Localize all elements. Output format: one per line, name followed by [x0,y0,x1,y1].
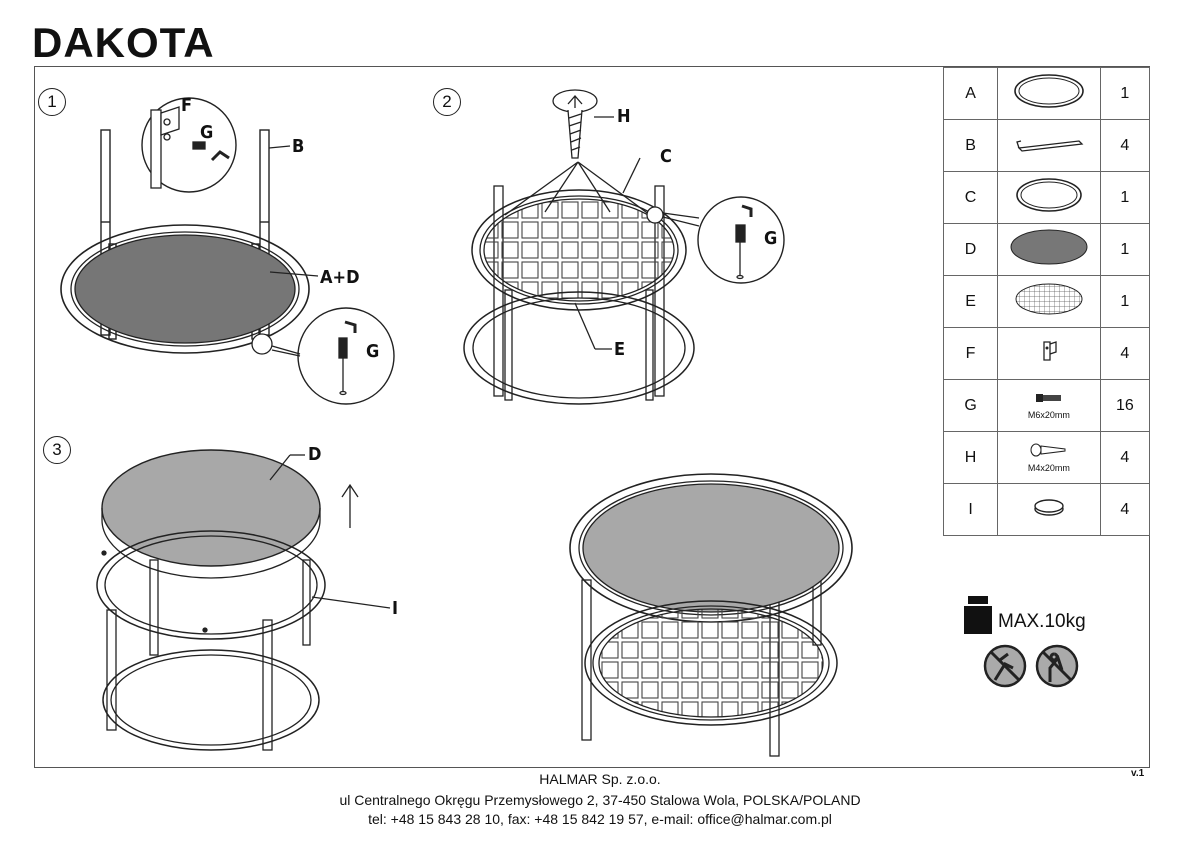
part-qty: 1 [1099,223,1151,276]
callout-a-d: A+D [320,267,360,288]
part-qty: 16 [1099,379,1151,432]
callout-g: G [764,228,778,249]
glass-d [74,234,296,344]
no-climbing-icon [1035,644,1079,688]
footer-company: HALMAR Sp. z.o.o. [539,771,661,787]
no-standing-icon [983,644,1027,688]
part-letter: E [942,275,999,328]
assembled-table [569,473,853,757]
callout-i: I [392,598,399,619]
ring-c [471,189,687,311]
part-qty: 1 [1099,275,1151,328]
part-letter: G [942,379,999,432]
callout-g: G [200,122,214,143]
part-letter: H [942,431,999,484]
ring-frame-icon [1014,74,1084,108]
part-row: F 4 [942,327,1151,380]
part-row: C 1 [942,171,1151,224]
version-label: v.1 [1131,768,1145,779]
step-3-number: 3 [43,436,71,464]
part-qty: 4 [1099,327,1151,380]
callout-b: B [292,136,305,157]
leg-bar-icon [1016,140,1084,152]
part-letter: D [942,223,999,276]
ring-frame-icon [1016,178,1082,212]
bracket-icon [1043,341,1057,361]
part-row: A 1 [942,67,1151,120]
bolt-icon [1035,394,1061,402]
zoom-detail-bracket [141,97,237,193]
grid-shelf-e [483,198,675,302]
step2-drawing [463,89,785,405]
part-letter: B [942,119,999,172]
part-qty: 1 [1099,171,1151,224]
max-load-label: MAX.10kg [998,611,1086,632]
callout-e: E [614,339,626,360]
document-title: DAKOTA [32,19,215,66]
part-row: H M4x20mm 4 [942,431,1151,484]
part-row: D 1 [942,223,1151,276]
glass-top-icon [1010,229,1088,265]
instruction-frame [34,66,1150,768]
glass-d-top [101,449,321,567]
callout-c: C [660,146,672,167]
step1-drawing [60,97,395,405]
callout-g: G [366,341,380,362]
part-letter: A [942,67,999,120]
felt-pad-icon [1034,499,1064,516]
part-letter: C [942,171,999,224]
parts-list: A 1 B 4 C 1 D 1 E 1 F 4 G M6x20mm 16 H M… [942,67,1151,536]
part-qty: 4 [1099,119,1151,172]
step-2-number: 2 [433,88,461,116]
part-row: I 4 [942,483,1151,536]
part-qty: 4 [1099,483,1151,536]
part-letter: I [942,483,999,536]
step-1-number: 1 [38,88,66,116]
grid-shelf-icon [1015,283,1083,315]
footer-contact: tel: +48 15 843 28 10, fax: +48 15 842 1… [368,811,832,827]
callout-h: H [617,106,631,127]
part-letter: F [942,327,999,380]
part-row: B 4 [942,119,1151,172]
part-qty: 4 [1099,431,1151,484]
step3-drawing [96,449,391,751]
screw-icon [1030,443,1066,456]
part-row: G M6x20mm 16 [942,379,1151,432]
part-qty: 1 [1099,67,1151,120]
part-row: E 1 [942,275,1151,328]
part-spec: M6x20mm [1027,410,1070,420]
zoom-detail-bolt [251,307,395,405]
weight-icon [964,596,992,634]
callout-d: D [308,444,322,465]
part-spec: M4x20mm [1027,462,1070,473]
callout-f: F [181,95,193,116]
ring-a [60,224,310,354]
footer-address: ul Centralnego Okręgu Przemysłowego 2, 3… [339,792,861,808]
